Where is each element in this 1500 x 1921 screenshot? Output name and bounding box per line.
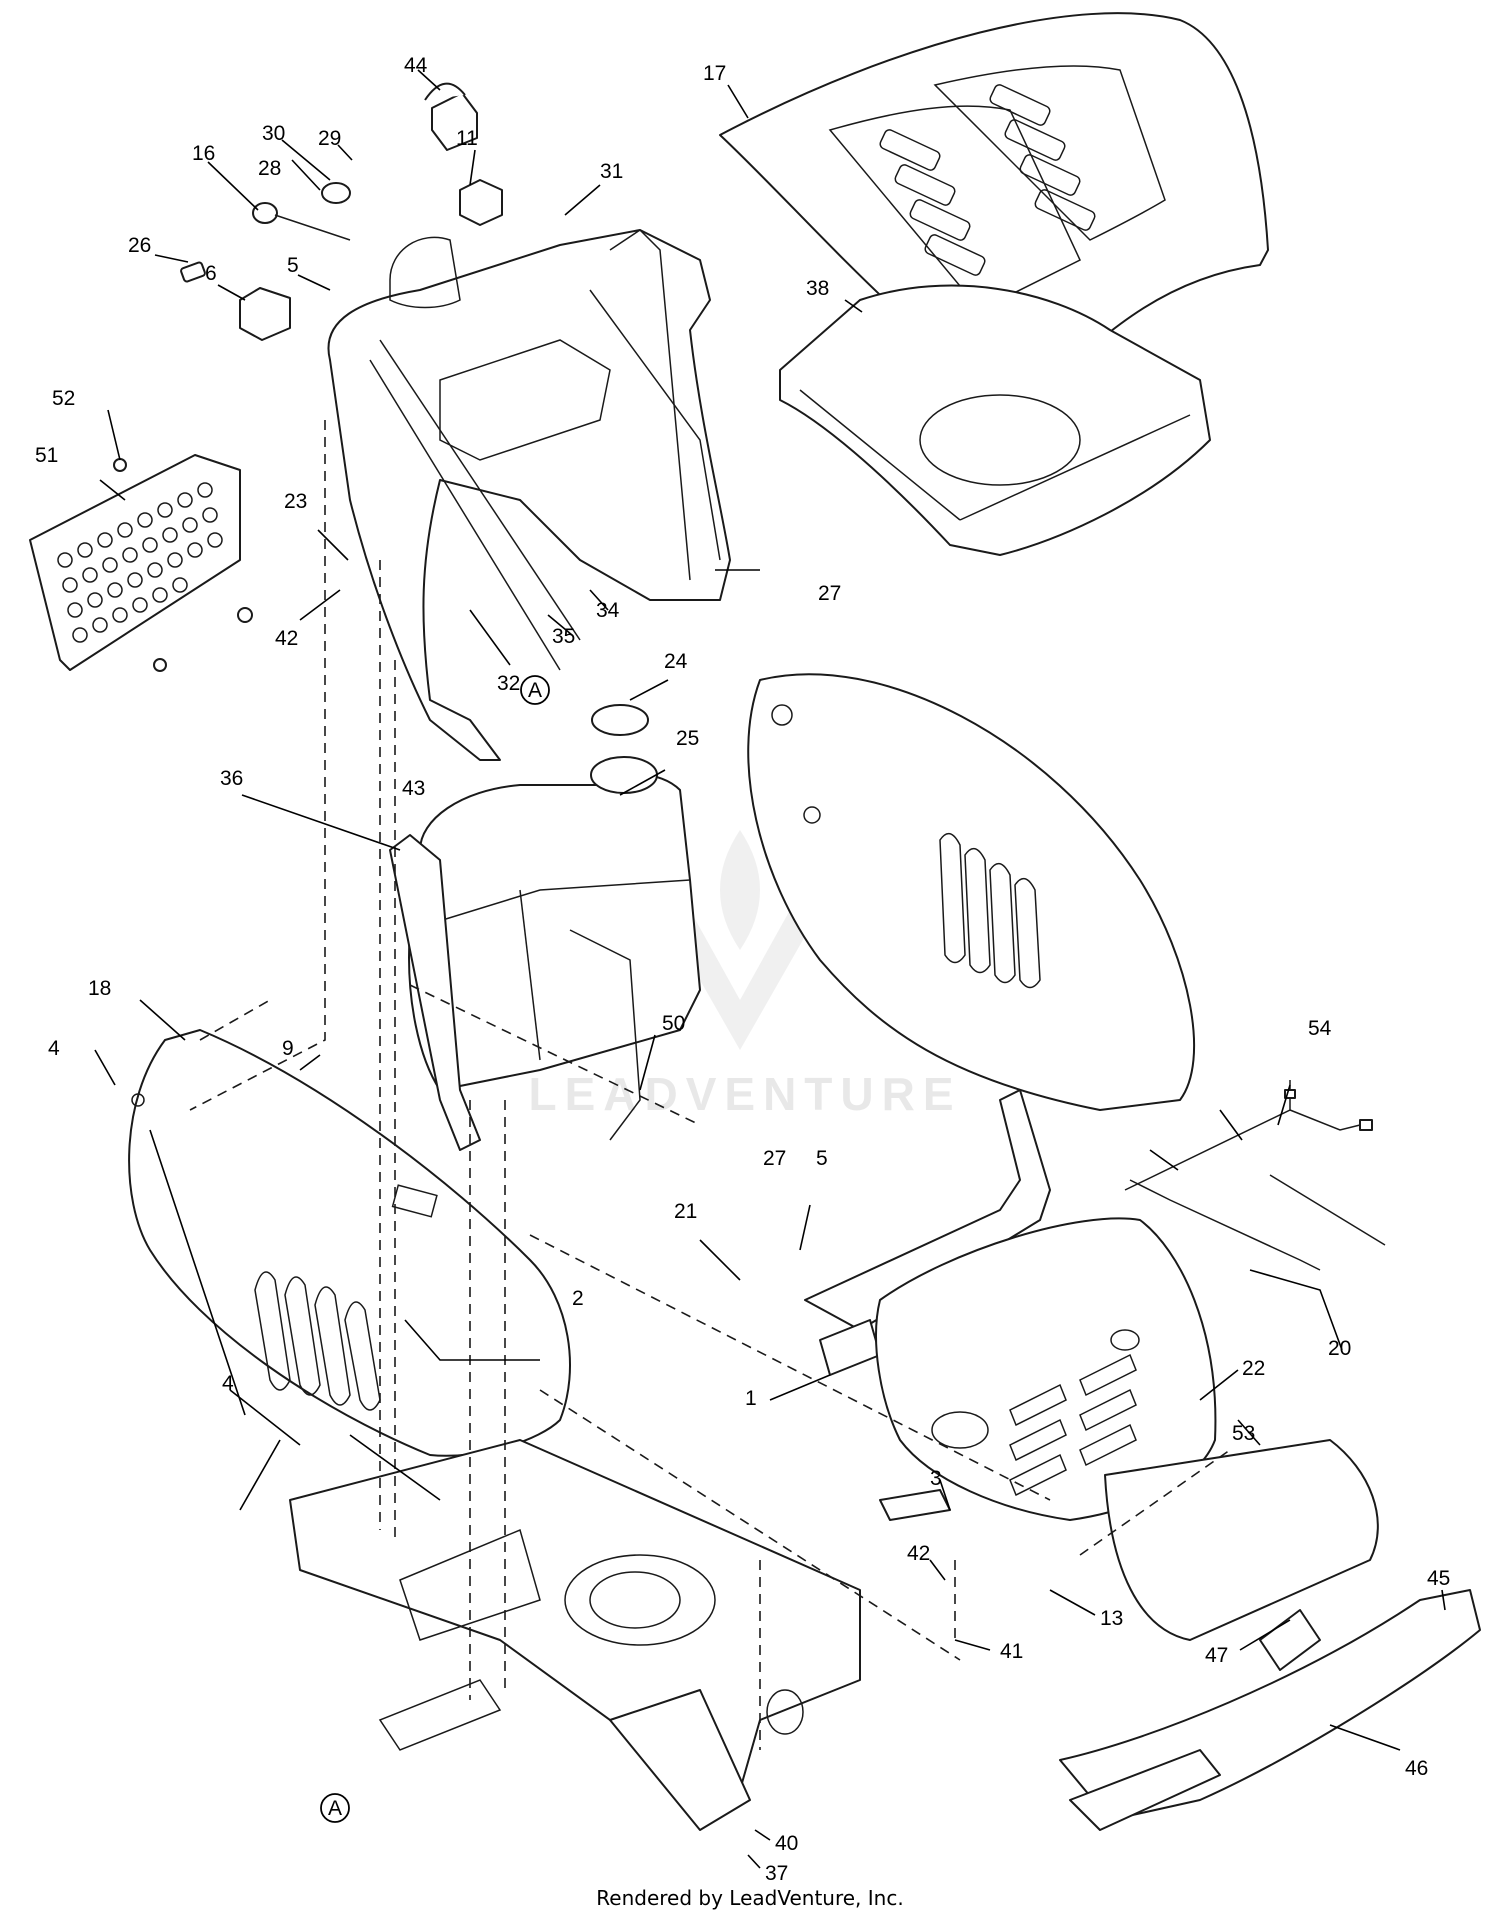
callout-23: 23 (284, 490, 307, 513)
callout-27: 27 (818, 582, 841, 605)
headlight-lens (1104, 1439, 1379, 1641)
dash-tower (327, 229, 731, 761)
callout-44: 44 (404, 54, 428, 77)
front-bumper (1059, 1589, 1481, 1831)
callout-46: 46 (1405, 1757, 1428, 1780)
alignment-lines (189, 420, 1231, 1750)
callout-25: 25 (676, 727, 699, 750)
tank-bracket (389, 834, 481, 1151)
callout-18: 18 (88, 977, 111, 1000)
callout-4: 4 (48, 1037, 60, 1060)
callout-45: 45 (1427, 1567, 1450, 1590)
callout-32: 32 (497, 672, 520, 695)
fuel-tank (408, 704, 701, 1091)
callout-42: 42 (275, 627, 298, 650)
callout-2: 2 (572, 1287, 584, 1310)
callout-35: 35 (552, 625, 575, 648)
callout-24: 24 (664, 650, 688, 673)
callout-16: 16 (192, 142, 215, 165)
callout-27b: 27 (763, 1147, 786, 1170)
callout-6: 6 (205, 262, 217, 285)
hood (719, 12, 1269, 411)
front-nose (875, 1217, 1217, 1521)
callout-47: 47 (1205, 1644, 1228, 1667)
callout-52: 52 (52, 387, 75, 410)
callout-28: 28 (258, 157, 281, 180)
callout-5b: 5 (816, 1147, 828, 1170)
callout-11: 11 (456, 127, 478, 150)
callout-30: 30 (262, 122, 285, 145)
callout-5: 5 (287, 254, 299, 277)
footer-credit: Rendered by LeadVenture, Inc. (596, 1886, 904, 1910)
callout-41: 41 (1000, 1640, 1023, 1663)
left-side-panel (128, 1029, 571, 1457)
frame (289, 1439, 861, 1831)
callout-13: 13 (1100, 1607, 1123, 1630)
callout-20: 20 (1328, 1337, 1351, 1360)
reference-marker-top: A (520, 675, 550, 705)
callout-labels: 44 11 17 31 30 29 16 28 26 6 5 38 52 51 … (35, 54, 1450, 1885)
small-parts-top (180, 82, 503, 341)
leader-lines (94, 69, 1446, 1869)
reference-marker-bottom-letter: A (328, 1797, 342, 1820)
wire-harness (1124, 1080, 1386, 1271)
left-grille (29, 454, 253, 672)
fuel-line (569, 929, 641, 1141)
callout-42b: 42 (907, 1542, 930, 1565)
callout-40: 40 (775, 1832, 798, 1855)
callout-43: 43 (402, 777, 425, 800)
callout-36: 36 (220, 767, 243, 790)
reference-marker-top-letter: A (528, 679, 542, 702)
callout-38: 38 (806, 277, 829, 300)
callout-22: 22 (1242, 1357, 1265, 1380)
callout-21: 21 (674, 1200, 697, 1223)
callout-4b: 4 (222, 1372, 234, 1395)
right-side-panel (747, 673, 1196, 1111)
callout-51: 51 (35, 444, 58, 467)
callout-9: 9 (282, 1037, 294, 1060)
callout-26: 26 (128, 234, 151, 257)
callout-53: 53 (1232, 1422, 1255, 1445)
callout-29: 29 (318, 127, 341, 150)
callout-50: 50 (662, 1012, 685, 1035)
callout-34: 34 (596, 599, 620, 622)
callout-3: 3 (930, 1467, 942, 1490)
callout-17: 17 (703, 62, 726, 85)
watermark-text: LEADVENTURE (528, 1068, 961, 1120)
callout-1: 1 (745, 1387, 757, 1410)
callout-54: 54 (1308, 1017, 1332, 1040)
callout-31: 31 (600, 160, 623, 183)
reference-marker-bottom: A (320, 1793, 350, 1823)
hood-liner (779, 284, 1211, 556)
callout-37: 37 (765, 1862, 788, 1885)
